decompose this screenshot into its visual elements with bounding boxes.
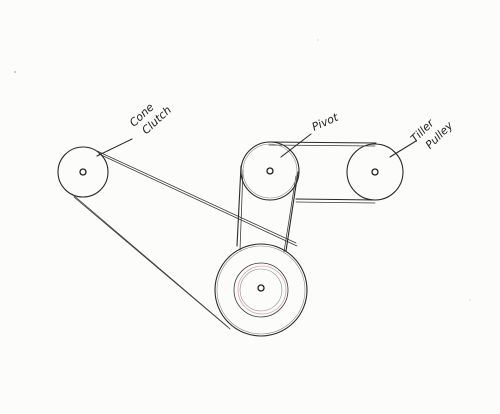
leader-lines [96,133,417,158]
belt-pivot-to-drive [236,165,299,253]
drive-pulley [214,243,308,337]
belt-clutch-to-drive [71,150,298,330]
pivot-pulley [240,141,300,201]
cone-clutch-pulley [57,146,109,198]
paper-specks [14,39,471,301]
tiller-pulley [346,143,404,201]
belt-pivot-to-tiller [267,141,377,204]
